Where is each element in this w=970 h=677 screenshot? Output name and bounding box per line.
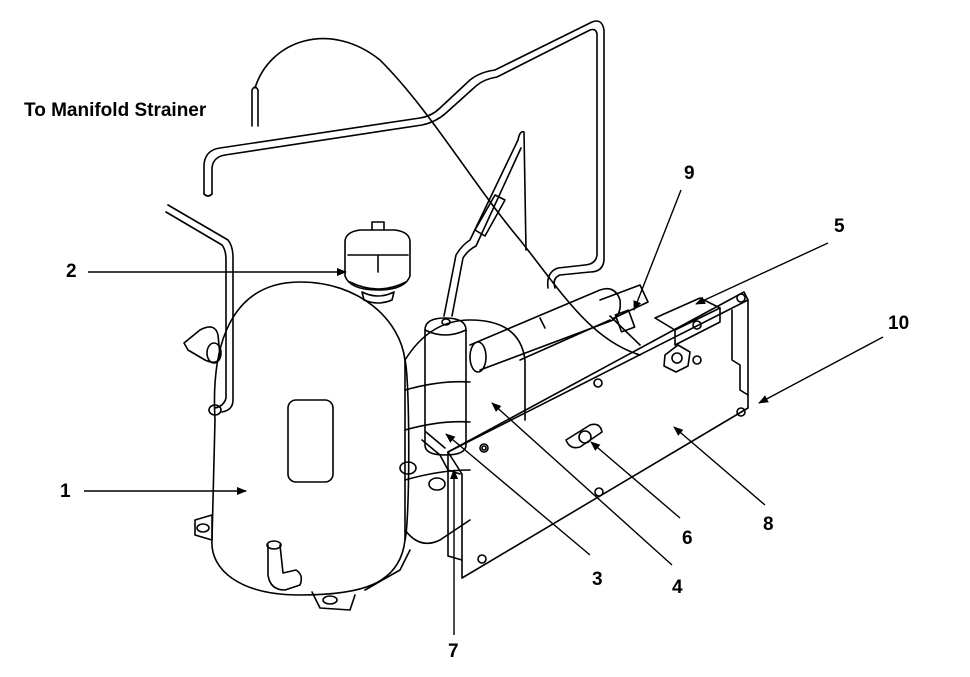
discharge-tube	[167, 204, 234, 413]
shell-window	[287, 399, 334, 483]
leader-8	[673, 426, 766, 506]
callout-9: 9	[684, 163, 695, 184]
callout-2: 2	[66, 261, 77, 282]
callout-6: 6	[682, 528, 693, 549]
callout-4: 4	[672, 577, 683, 598]
manifold-strainer-label: To Manifold Strainer	[24, 100, 207, 121]
callout-7: 7	[448, 641, 459, 662]
grommet	[565, 423, 603, 449]
horizontal-cylinder	[469, 287, 622, 371]
manifold-tube	[251, 86, 259, 127]
upper-tube	[203, 20, 605, 289]
leader-3	[445, 433, 591, 556]
callout-1: 1	[60, 481, 71, 502]
callout-10: 10	[888, 313, 910, 334]
stub-tube	[267, 544, 303, 591]
compressor-shell	[211, 281, 406, 596]
left-foot	[194, 514, 213, 541]
filter-tube	[474, 194, 506, 237]
mounting-panel	[447, 299, 749, 579]
switch-box	[654, 297, 721, 331]
top-valve	[344, 229, 411, 291]
side-fitting	[183, 326, 221, 364]
callout-5: 5	[834, 216, 845, 237]
callout-3: 3	[592, 569, 603, 590]
accumulator	[424, 317, 467, 456]
capillary-line	[254, 37, 641, 356]
leader-4	[491, 402, 673, 566]
leader-9	[633, 189, 682, 311]
bottom-foot	[311, 591, 356, 611]
leader-5	[695, 242, 829, 305]
leader-10	[758, 336, 884, 404]
riser-tube	[443, 130, 527, 317]
hex-fitting	[663, 344, 691, 373]
leader-6	[590, 441, 681, 519]
callout-8: 8	[763, 514, 774, 535]
